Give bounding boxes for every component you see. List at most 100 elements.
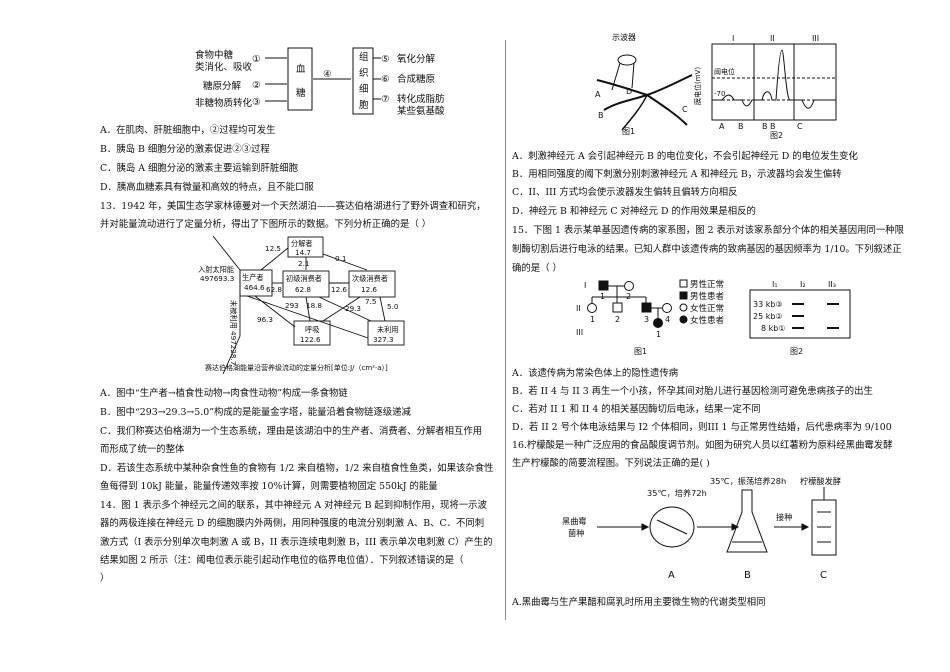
iii-1: 1 xyxy=(656,330,661,339)
blood-sugar-figure: 食物中糖 类消化、吸收 糖原分解 非糖物质转化 ① ② ③ 血 糖 ④ 组 织 … xyxy=(195,47,445,117)
fig-a: A xyxy=(668,570,675,581)
center-arrow-label: ④ xyxy=(323,69,332,80)
gen-i: I xyxy=(584,281,586,290)
q12-option-a: A．在肌肉、肝脏细胞中，②过程均可发生 xyxy=(100,125,276,136)
step1-label: 35℃，培养72h xyxy=(647,488,707,498)
step2-label: 35℃，振荡培养28h xyxy=(710,476,786,486)
gel-col-3: II₃ xyxy=(828,280,836,289)
fig1-label: 图1 xyxy=(622,127,635,136)
num-3: ③ xyxy=(252,97,261,108)
out-num-7: ⑦ xyxy=(381,94,390,105)
tissue-4: 胞 xyxy=(359,99,369,111)
stim-b2: B xyxy=(762,122,768,131)
q15-option-a: A．该遗传病为常染色体上的隐性遗传病 xyxy=(512,368,679,379)
strain-label-2: 菌种 xyxy=(568,528,584,538)
q16-stem-2: 生产柠檬酸的简要流程图。下列说法正确的是( ) xyxy=(512,458,710,469)
flow-7-5: 7.5 xyxy=(365,297,376,306)
neuron-a: A xyxy=(595,90,601,99)
strain-label-1: 黑曲霉 xyxy=(562,516,587,526)
legend-male-normal: 男性正常 xyxy=(690,279,724,290)
q13-option-c1: C．我们称赛达伯格湖为一个生态系统，理由是该湖泊中的生产者、消费者、分解者相互作… xyxy=(100,426,483,437)
out-5: 氧化分解 xyxy=(397,53,436,65)
left-column: 食物中糖 类消化、吸收 糖原分解 非糖物质转化 ① ② ③ 血 糖 ④ 组 织 … xyxy=(100,0,500,672)
respiration-value: 122.6 xyxy=(300,335,321,344)
q15-stem-1: 15．下图 1 表示某单基因遗传病的家系图，图 2 表示对该家系部分个体的相关基… xyxy=(512,225,905,236)
fig-b: B xyxy=(744,570,751,581)
energy-caption: 赛达伯格湖能量沿营养级流动的定量分析[单位:J/（cm²·a）] xyxy=(205,363,388,372)
decomposer-label: 分解者 xyxy=(291,239,313,248)
num-2: ② xyxy=(252,80,261,91)
i-2: 2 xyxy=(626,292,631,301)
neuron-d: D xyxy=(626,87,632,96)
flow-12-6: 12.6 xyxy=(331,285,347,294)
out-7b: 某些氨基酸 xyxy=(397,105,445,117)
legend-female-patient: 女性患者 xyxy=(690,315,725,326)
q16-stem-1: 16.柠檬酸是一种广泛应用的食品酸度调节剂。如图为研究人员以红薯粉为原料经黑曲霉… xyxy=(512,440,893,451)
y-tick: -70 xyxy=(714,90,725,98)
producer-label: 生产者 xyxy=(242,273,264,282)
stim-b3: B xyxy=(770,122,776,131)
out-7: 转化成脂肪、 xyxy=(397,93,445,105)
unused-label: 未利用 xyxy=(377,325,399,334)
q14-option-c: C．II、III 方式均会使示波器发生偏转且偏转方向相反 xyxy=(512,187,738,198)
q16-option-a: A.黑曲霉与生产果醋和腐乳时所用主要微生物的代谢类型相同 xyxy=(512,597,766,608)
q13-option-d1: D．若该生态系统中某种杂食性鱼的食物有 1/2 来自植物，1/2 来自植食性鱼类… xyxy=(100,463,494,474)
flow-5-0: 5.0 xyxy=(387,302,399,311)
out-num-6: ⑥ xyxy=(381,74,390,85)
decomposer-value: 14.7 xyxy=(295,248,311,257)
q15-stem-3: 确的是（ ） xyxy=(512,263,562,274)
legend-male-patient: 男性患者 xyxy=(690,291,725,302)
q13-stem-2: 并对能量流动进行了定量分析，得出了下图所示的数据。下列分析正确的是（ ） xyxy=(100,219,432,230)
source-2: 糖原分解 xyxy=(203,80,242,92)
center-top: 血 xyxy=(296,63,306,75)
section-i: I xyxy=(732,34,734,43)
q14-option-d: D．神经元 B 和神经元 C 对神经元 D 的作用效果是相反的 xyxy=(512,206,756,217)
primary-value: 62.8 xyxy=(295,285,311,294)
center-bottom: 糖 xyxy=(296,87,306,99)
energy-flow-figure: 入射太阳能 497693.3 生产者 464.6 分解者 14.7 初级消费者 … xyxy=(198,235,405,374)
gel-row-3: 8 kb① xyxy=(761,324,786,333)
q12-option-c: C．胰岛 A 细胞分泌的激素主要运输到肝脏细胞 xyxy=(100,163,299,174)
gel-row-1: 33 kb③ xyxy=(753,300,783,309)
respiration-label: 呼吸 xyxy=(305,325,319,334)
q14-option-b: B．用相同强度的阈下刺激分别刺激神经元 A 和神经元 B，示波器均会发生偏转 xyxy=(512,169,842,180)
i-1: 1 xyxy=(600,292,605,301)
flow-12-5: 12.5 xyxy=(265,244,281,253)
ii-1: 1 xyxy=(590,315,595,324)
q14-stem-3: 激方式（I 表示分别单次电刺激 A 或 B，II 表示连续电刺激 B，III 表… xyxy=(100,537,493,548)
q12-option-d: D．胰高血糖素具有微量和高效的特点，且不能口服 xyxy=(100,182,314,193)
unused-side-label: 未被利用 497228.7 xyxy=(229,300,238,365)
q15-option-c: C．若对 II 1 和 II 4 的相关基因酶切后电泳，结果一定不同 xyxy=(512,404,761,415)
q14-stem-1: 14．图 1 表示多个神经元之间的联系，其中神经元 A 对神经元 B 起到抑制作… xyxy=(100,500,487,511)
gel-fig2: 图2 xyxy=(790,347,803,356)
y-axis-label: 膜电位(mV) xyxy=(693,67,702,105)
secondary-label: 次级消费者 xyxy=(352,274,388,283)
sunlight-label: 入射太阳能 xyxy=(198,265,234,274)
q14-option-a: A．刺激神经元 A 会引起神经元 B 的电位变化，不会引起神经元 D 的电位发生… xyxy=(512,151,858,162)
source-1: 食物中糖 xyxy=(195,49,234,61)
tissue-1: 组 xyxy=(359,51,369,63)
stim-c: C xyxy=(797,122,803,131)
q14-stem-2: 器的两极连接在神经元 D 的细胞膜内外两侧，用同种强度的电流分别刺激 A、B、C… xyxy=(100,518,485,529)
flow-29-3: 29.3 xyxy=(345,304,361,313)
gel-col-2: I₂ xyxy=(800,280,806,289)
flow-2-1: 2.1 xyxy=(298,259,309,268)
flow-96-3: 96.3 xyxy=(257,315,273,324)
gen-iii: III xyxy=(576,328,583,337)
q13-option-a: A．图中“生产者→植食性动物→肉食性动物”构成一条食物链 xyxy=(100,388,348,399)
flow-18-8: 18.8 xyxy=(306,301,322,310)
neuron-c: C xyxy=(682,105,688,114)
flow-0-1: 0.1 xyxy=(335,254,346,263)
neuron-figure: 示波器 A B D C 图1 膜电位(mV) 阈电位 -70 I II III … xyxy=(595,32,837,140)
q12-option-b: B．胰岛 B 细胞分泌的激素促进②③过程 xyxy=(100,144,270,155)
gel-col-1: I₁ xyxy=(772,280,778,289)
gen-ii: II xyxy=(576,304,581,313)
q15-stem-2: 制酶切割后进行电泳的结果。已知人群中该遗传病的致病基因的基因频率为 1/10。下… xyxy=(512,244,902,255)
threshold-label: 阈电位 xyxy=(714,67,735,76)
legend-female-normal: 女性正常 xyxy=(690,303,724,314)
ii-2: 2 xyxy=(615,315,620,324)
step3-label: 接种 xyxy=(776,512,792,522)
pedigree-fig1: 图1 xyxy=(634,347,647,356)
pedigree-figure: I II III 1 2 1 2 3 4 1 男性正常 男性患者 女性正常 女性… xyxy=(576,279,851,356)
source-1b: 类消化、吸收 xyxy=(195,61,253,73)
